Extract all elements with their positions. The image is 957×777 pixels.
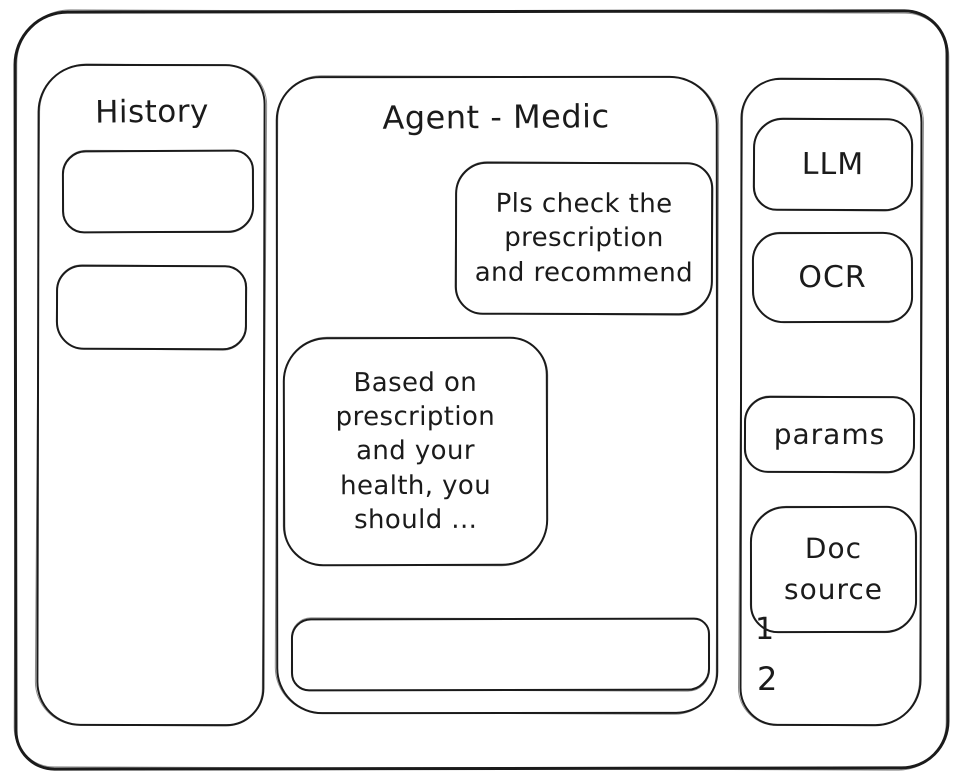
llm-button[interactable]: LLM	[752, 117, 914, 212]
doc-source-item-2[interactable]: 2	[757, 660, 778, 698]
message-input-box[interactable]	[290, 617, 711, 692]
history-item-1[interactable]	[61, 149, 255, 234]
ocr-button[interactable]: OCR	[751, 231, 914, 324]
history-title: History	[94, 93, 210, 131]
message-input[interactable]	[304, 623, 697, 686]
doc-source-button[interactable]: Doc source	[749, 505, 918, 634]
user-message-bubble: Pls check the prescription and recommend	[454, 161, 714, 316]
assistant-message-bubble: Based on prescription and your health, y…	[282, 336, 549, 567]
params-button[interactable]: params	[743, 395, 916, 474]
doc-source-item-1[interactable]: 1	[755, 612, 775, 647]
chat-title: Agent - Medic	[382, 97, 610, 137]
history-item-2[interactable]	[55, 264, 248, 351]
